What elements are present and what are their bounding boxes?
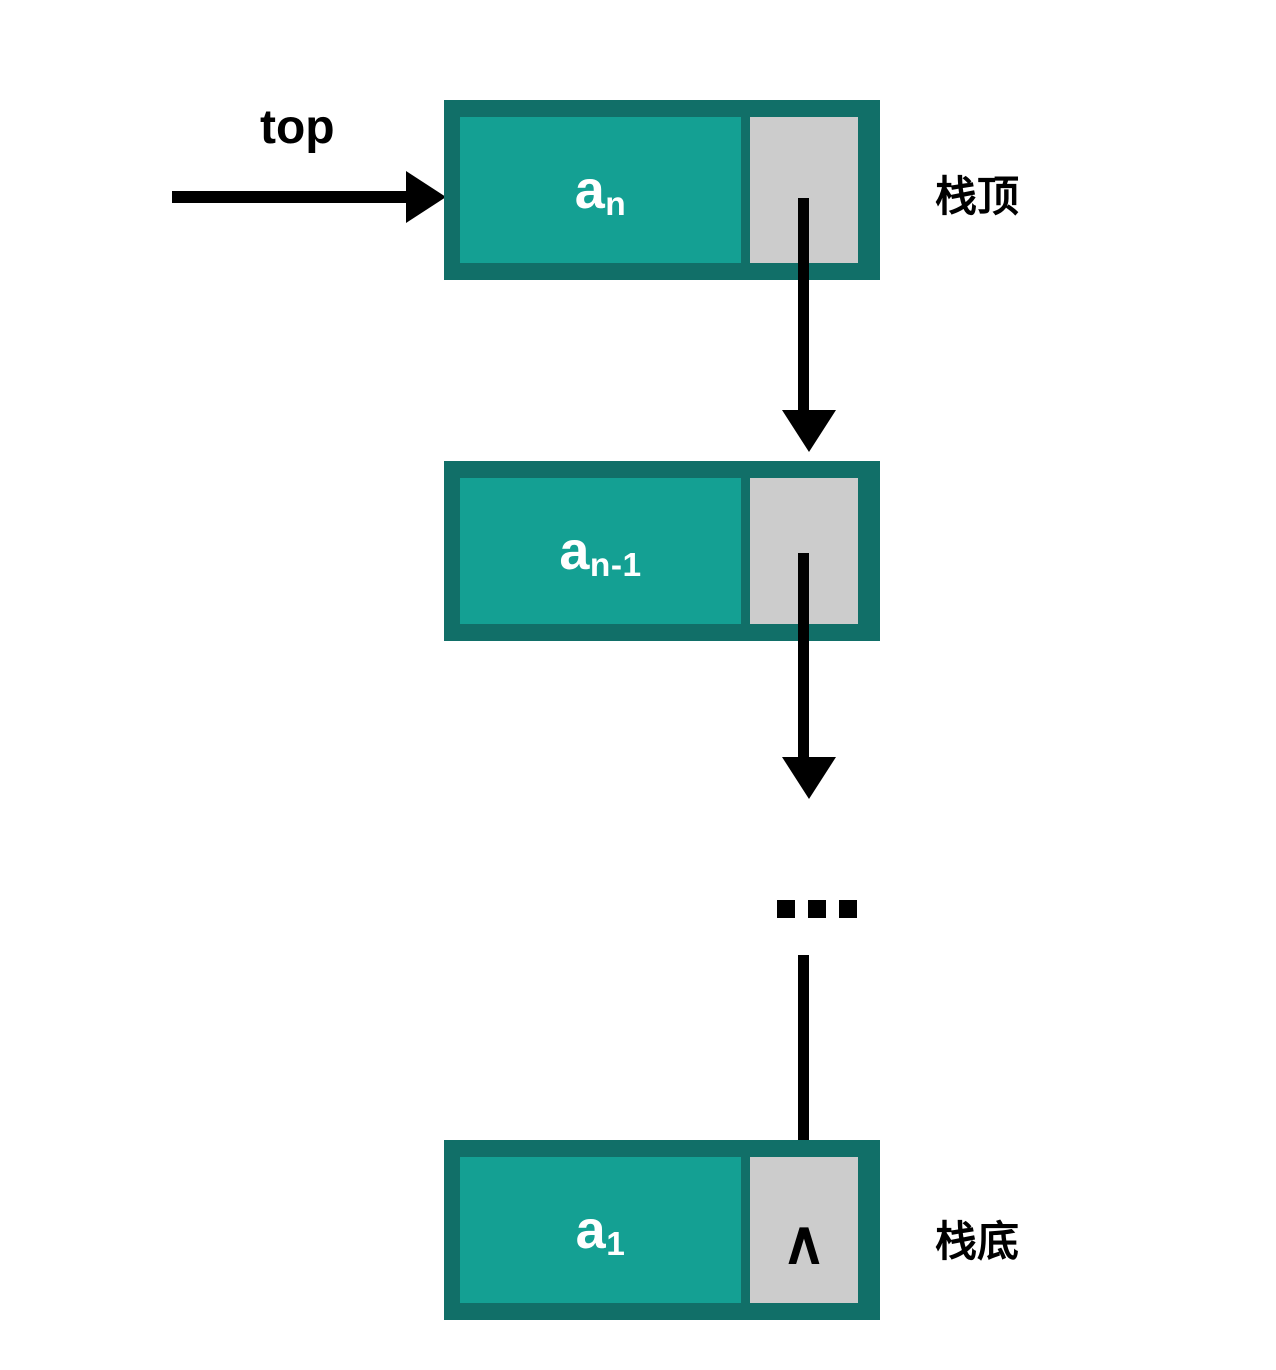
top-arrow-head-icon (406, 171, 446, 223)
ellipsis-dot (808, 900, 826, 918)
node-data-label: an (574, 160, 627, 224)
node-data-subscript: 1 (606, 1226, 626, 1264)
node-data-label: a1 (575, 1200, 626, 1264)
node-data-label: an-1 (559, 521, 642, 585)
top-pointer-label: top (260, 101, 335, 154)
node-data-cell: a1 (460, 1157, 741, 1303)
stack-node-bottom: a1 ∧ (444, 1140, 880, 1320)
node-data-cell: an-1 (460, 478, 741, 624)
stack-top-annotation: 栈顶 (935, 173, 1020, 220)
stack-node-top: an (444, 100, 880, 280)
link-arrow-1-shaft (798, 198, 809, 413)
node-data-cell: an (460, 117, 741, 263)
ellipsis-dot (777, 900, 795, 918)
stack-bottom-annotation: 栈底 (935, 1218, 1020, 1265)
link-arrow-1-head-icon (782, 410, 836, 452)
node-pointer-cell: ∧ (750, 1157, 858, 1303)
link-arrow-2-shaft (798, 553, 809, 760)
null-pointer-icon: ∧ (782, 1209, 826, 1276)
node-data-subscript: n-1 (589, 547, 642, 585)
top-arrow-shaft (172, 191, 417, 203)
link-arrow-2-head-icon (782, 757, 836, 799)
node-data-subscript: n (605, 186, 627, 224)
ellipsis-indicator (777, 900, 857, 918)
ellipsis-dot (839, 900, 857, 918)
stack-node-middle: an-1 (444, 461, 880, 641)
link-arrow-3-shaft (798, 955, 809, 1187)
